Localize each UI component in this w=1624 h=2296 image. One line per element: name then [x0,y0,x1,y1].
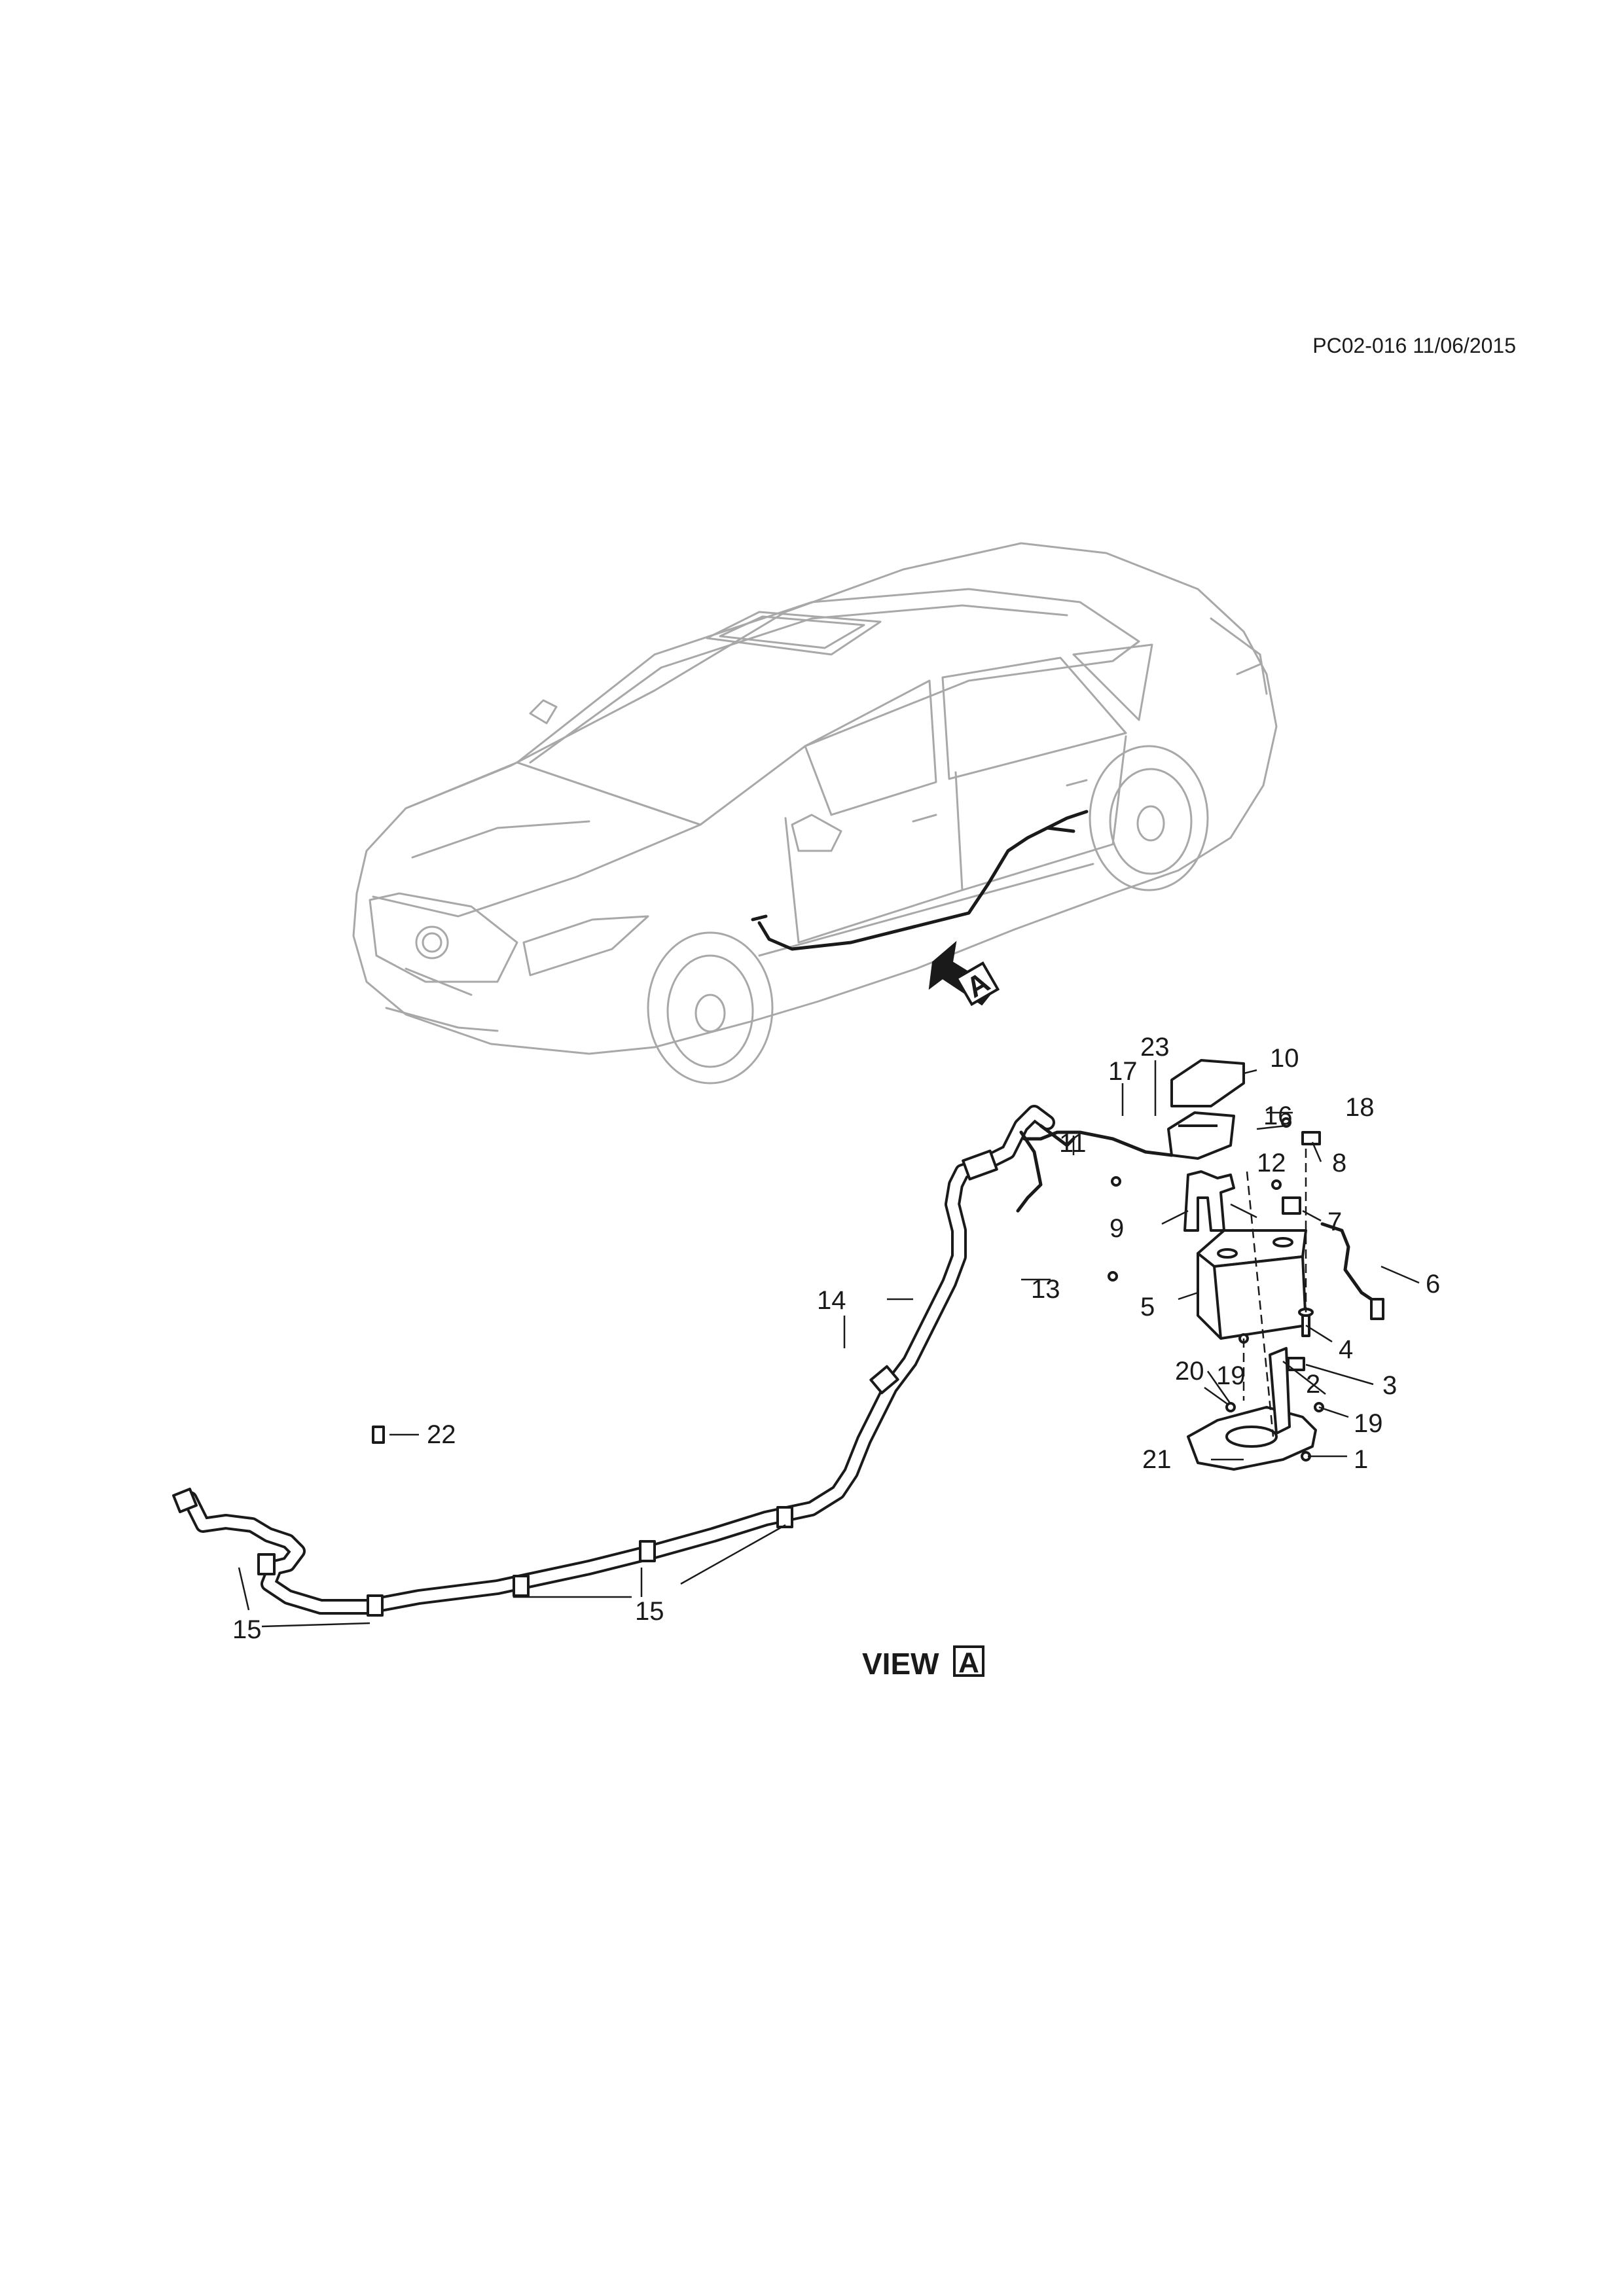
callout-10: 10 [1270,1044,1299,1073]
callout-3: 3 [1382,1371,1397,1400]
clip-part-22 [372,1426,419,1444]
callout-14: 14 [817,1286,846,1315]
callout-7: 7 [1327,1208,1342,1236]
callout-8: 8 [1332,1149,1346,1177]
view-letter: A [958,1647,979,1679]
leader-lines [238,1060,1420,1628]
callout-15-center: 15 [635,1597,664,1626]
callout-1: 1 [1354,1445,1368,1474]
view-caption: VIEW A [862,1645,984,1681]
callout-16: 16 [1263,1102,1293,1130]
callout-22: 22 [427,1420,456,1449]
callout-9: 9 [1110,1214,1124,1243]
view-label: VIEW [862,1647,939,1681]
callout-15-left: 15 [232,1615,262,1644]
callout-11: 11 [1059,1129,1087,1158]
view-letter-box [953,1645,984,1677]
callout-19-left: 19 [1216,1361,1246,1390]
diagram-reference: PC02-016 11/06/2015 [1312,334,1516,357]
callout-17: 17 [1108,1057,1138,1086]
vehicle-harness-route [757,810,1089,951]
callout-4: 4 [1339,1335,1353,1364]
callout-6: 6 [1426,1270,1440,1299]
callout-23: 23 [1140,1033,1170,1062]
callout-numbers: 1 2 3 4 5 6 7 8 9 10 11 12 13 14 15 15 1… [232,1033,1440,1644]
callout-5: 5 [1140,1293,1155,1321]
vehicle-outline [352,542,1278,1085]
callout-12: 12 [1257,1149,1286,1177]
callout-20: 20 [1175,1357,1204,1386]
callout-2: 2 [1306,1370,1320,1399]
callout-19-right: 19 [1354,1409,1383,1438]
callout-13: 13 [1031,1275,1060,1304]
battery-assembly [1108,1059,1384,1471]
callout-18: 18 [1345,1093,1375,1122]
view-a-arrow-icon: A [928,941,1000,1007]
battery-cable-harness [172,1105,1174,1617]
callout-21: 21 [1142,1445,1172,1474]
